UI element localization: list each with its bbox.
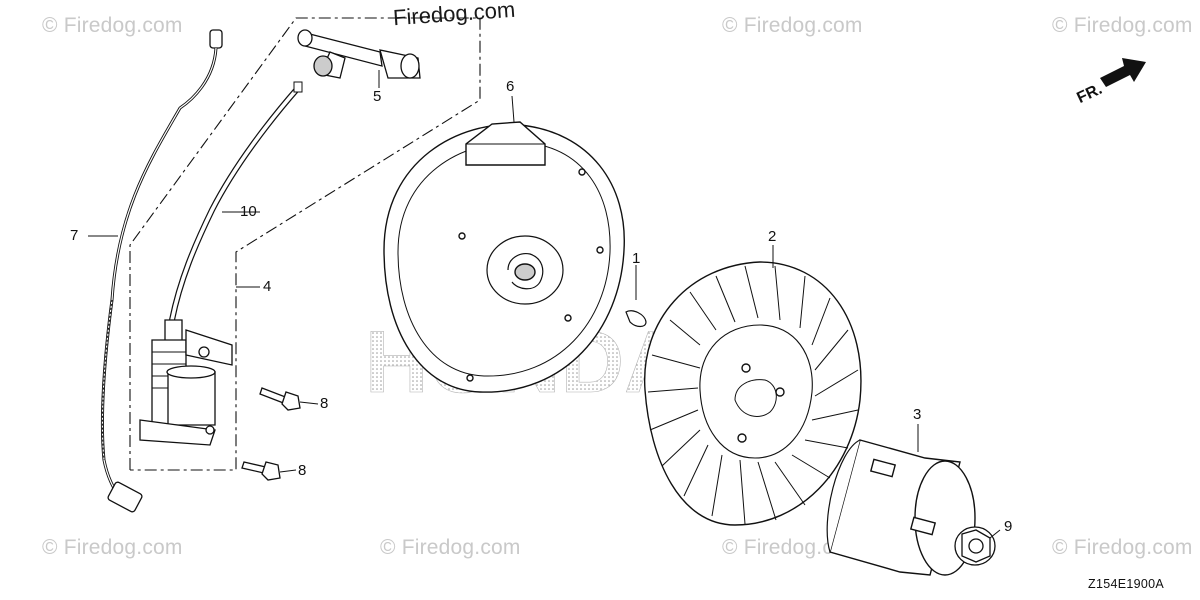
callout-8-upper: 8 [320, 395, 329, 412]
assembly-boundary-line [129, 17, 481, 471]
stop-switch-wire [100, 29, 223, 513]
flange-nut [954, 526, 996, 566]
ignition-coil [139, 319, 233, 446]
watermark: © Firedog.com [380, 536, 521, 559]
callout-4: 4 [263, 278, 272, 295]
callout-6: 6 [506, 78, 515, 95]
watermark: © Firedog.com [1052, 536, 1193, 559]
diagram-code: Z154E1900A [1088, 577, 1164, 591]
watermark: © Firedog.com [722, 14, 863, 37]
watermark: © Firedog.com [1052, 14, 1193, 37]
flywheel [644, 261, 862, 526]
high-tension-lead [169, 81, 303, 321]
flange-bolt-upper [259, 387, 301, 411]
fan-cover [383, 121, 625, 393]
spark-plug-cap [297, 29, 421, 79]
callout-3: 3 [913, 406, 922, 423]
leader-lines [88, 70, 1001, 539]
callout-10: 10 [240, 203, 257, 220]
watermark: © Firedog.com [42, 536, 183, 559]
direction-arrow: FR. [1074, 58, 1146, 107]
flange-bolt-lower [241, 461, 281, 481]
callout-1: 1 [632, 250, 641, 267]
callout-5: 5 [373, 88, 382, 105]
callout-8-lower: 8 [298, 462, 307, 479]
direction-label: FR. [1074, 81, 1105, 107]
callout-9: 9 [1004, 518, 1013, 535]
watermark: © Firedog.com [42, 14, 183, 37]
callout-2: 2 [768, 228, 777, 245]
callout-7: 7 [70, 227, 79, 244]
starter-pulley [826, 439, 976, 576]
woodruff-key [625, 310, 647, 328]
